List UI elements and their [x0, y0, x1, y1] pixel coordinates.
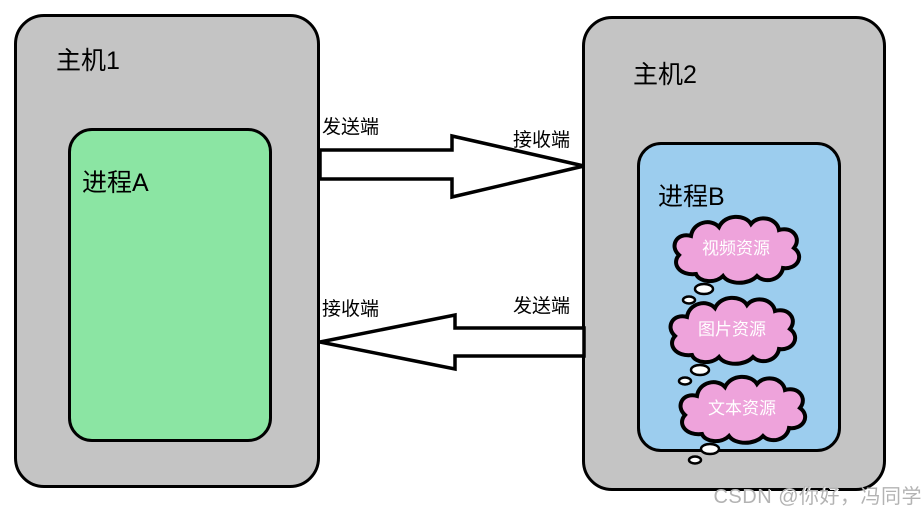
host2-label: 主机2	[633, 61, 697, 89]
arrow-left-icon	[319, 312, 586, 372]
text-resource-label: 文本资源	[708, 398, 776, 418]
cloud-callout-icon	[678, 374, 808, 465]
cloud-callout-icon	[668, 295, 798, 386]
video-resource-cloud: 视频资源	[668, 212, 804, 306]
watermark-text: CSDN @你好，冯同学	[713, 486, 922, 508]
image-resource-cloud: 图片资源	[664, 293, 800, 387]
image-resource-label: 图片资源	[698, 319, 766, 339]
process-a-label: 进程A	[82, 169, 149, 197]
host1-box: 主机1 进程A	[14, 14, 320, 488]
text-resource-cloud: 文本资源	[674, 372, 810, 466]
process-b-label: 进程B	[658, 183, 725, 211]
cloud-callout-icon	[672, 214, 802, 305]
bottom-arrow-sender-label: 发送端	[513, 296, 571, 317]
top-arrow-sender-label: 发送端	[322, 117, 380, 138]
bottom-arrow-receiver-label: 接收端	[322, 299, 380, 320]
video-resource-label: 视频资源	[702, 238, 770, 258]
host1-label: 主机1	[56, 47, 120, 75]
top-arrow-receiver-label: 接收端	[513, 130, 571, 151]
process-b-box: 进程B 视频资源 图片资源	[637, 142, 841, 465]
process-a-box: 进程A	[68, 128, 272, 442]
host2-box: 主机2 进程B 视频资源 图片资源	[582, 16, 886, 491]
